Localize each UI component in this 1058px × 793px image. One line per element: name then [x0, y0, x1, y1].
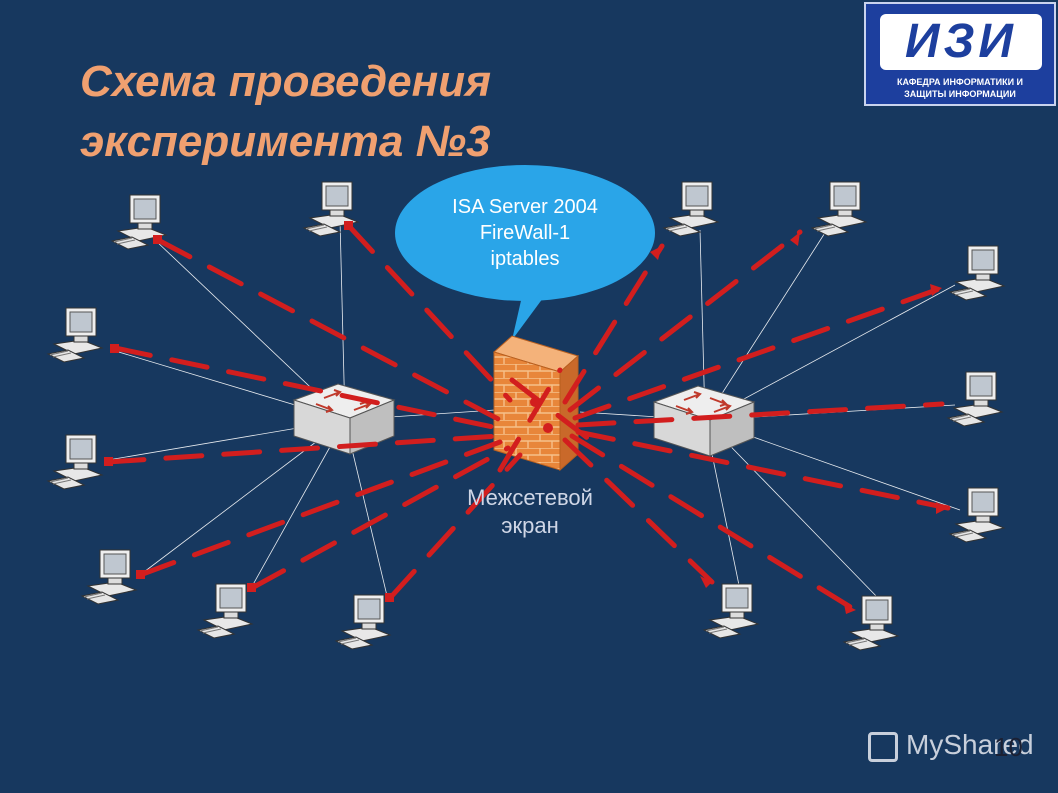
- bubble-text: ISA Server 2004 FireWall-1 iptables: [405, 194, 645, 272]
- computer-icon: [335, 594, 391, 650]
- title-line-1: Схема проведения: [80, 57, 492, 106]
- computer-icon: [47, 434, 103, 490]
- computer-icon: [197, 583, 253, 639]
- computer-icon: [949, 487, 1005, 543]
- department-logo: ИЗИ КАФЕДРА ИНФОРМАТИКИ И ЗАЩИТЫ ИНФОРМА…: [864, 2, 1056, 106]
- logo-subtitle-line-1: КАФЕДРА ИНФОРМАТИКИ И: [896, 77, 1024, 87]
- watermark: MyShared: [906, 729, 1034, 760]
- computer-icon: [949, 245, 1005, 301]
- computer-icon: [47, 307, 103, 363]
- bubble-line-3: iptables: [490, 248, 560, 270]
- speech-bubble: [395, 165, 655, 340]
- computer-icon: [811, 181, 867, 237]
- logo-mark: ИЗИ: [880, 14, 1042, 70]
- firewall-label-line-2: экран: [501, 513, 559, 538]
- computer-icon: [843, 595, 899, 651]
- firewall-label: Межсетевой экран: [440, 484, 620, 540]
- computer-icon: [947, 371, 1003, 427]
- presentation-icon: [868, 732, 898, 762]
- firewall-label-line-1: Межсетевой: [467, 485, 593, 510]
- logo-subtitle-line-2: ЗАЩИТЫ ИНФОРМАЦИИ: [904, 89, 1016, 99]
- computer-icon: [703, 583, 759, 639]
- attack-markers: [104, 221, 948, 614]
- slide-title: Схема проведения эксперимента №3: [80, 52, 491, 172]
- bubble-line-2: FireWall-1: [479, 222, 571, 244]
- computer-icon: [663, 181, 719, 237]
- logo-subtitle: КАФЕДРА ИНФОРМАТИКИ И ЗАЩИТЫ ИНФОРМАЦИИ: [872, 76, 1048, 100]
- computer-icon: [81, 549, 137, 605]
- title-line-2: эксперимента №3: [80, 117, 491, 166]
- attack-lines: [105, 222, 951, 611]
- page-number: 10: [994, 732, 1023, 762]
- bubble-line-1: ISA Server 2004: [452, 196, 598, 218]
